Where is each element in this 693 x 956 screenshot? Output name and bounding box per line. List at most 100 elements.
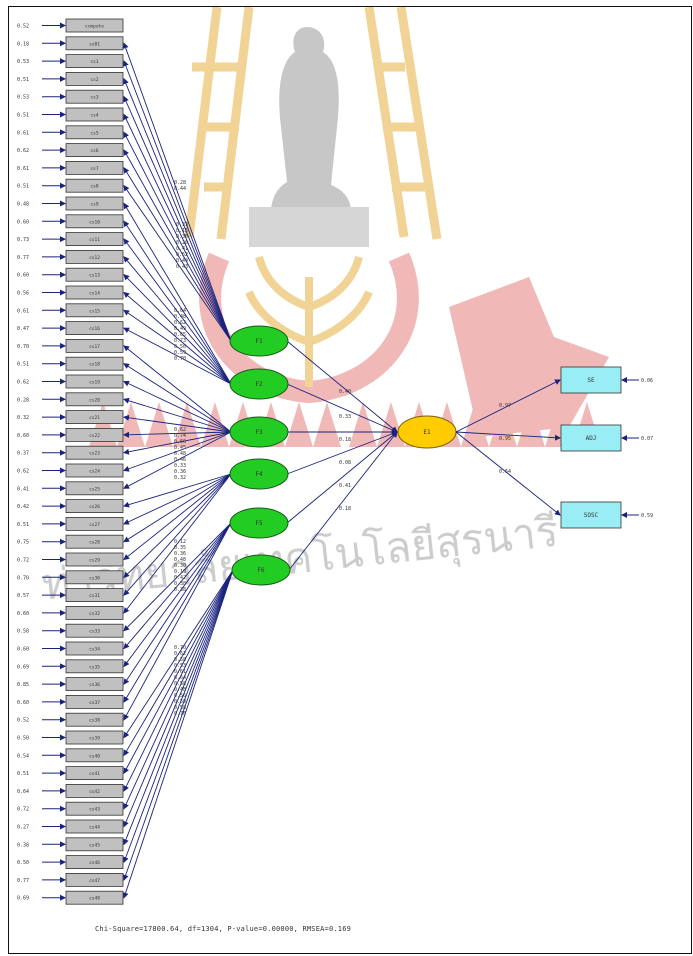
observed-box [65,855,124,869]
observed-error-variance: 0.52 [17,24,29,30]
loading-path [123,431,232,489]
watermark-left-rail [184,7,254,240]
loading-value: 0.35 [174,545,186,551]
factor-label: F1 [255,338,263,345]
observed-box [65,267,124,282]
observed-error-variance: 0.61 [17,308,29,314]
loading-path [123,431,232,455]
loading-path [123,522,232,721]
observed-error-variance: 0.73 [17,237,29,243]
factor-label: F6 [257,567,265,574]
loading-path [123,431,232,472]
loading-path [123,363,232,433]
loading-value: 0.56 [174,693,186,699]
loading-value: 0.12 [174,539,186,545]
structural-coefficient: 0.18 [339,506,351,512]
observed-label: cs25 [89,486,100,492]
observed-error-variance: 0.48 [17,202,29,208]
observed-box [65,463,124,478]
observed-box [65,516,124,531]
observed-box [65,534,124,549]
latent-factor: F4 [229,458,289,490]
loading-value: 0.73 [174,338,186,344]
observed-box [65,89,124,104]
observed-box [65,641,124,656]
loading-path [123,522,232,668]
loading-value: 0.38 [174,587,186,593]
observed-label: ccmpute [85,24,104,30]
watermark-triangle [313,402,341,447]
observed-box [65,677,124,691]
factor-ellipse [229,458,289,490]
indicator-path [455,431,561,516]
loading-path [123,522,232,632]
observed-error-variance: 0.70 [17,344,29,350]
indicator-loading: 0.95 [499,436,511,442]
observed-label: cs6 [90,148,98,154]
structural-path [286,431,398,524]
observed-label: cs33 [89,629,100,635]
observed-label: cs26 [89,504,100,510]
observed-error-variance: 0.51 [17,771,29,777]
observed-label: ss01 [89,41,100,47]
indicator-label: SE [587,377,595,384]
loading-value: 0.38 [174,581,186,587]
observed-label: cs2 [90,77,98,83]
loading-value: 0.33 [176,222,188,228]
observed-box [65,125,124,140]
observed-box [65,196,124,211]
observed-box [65,285,124,300]
observed-label: cs46 [89,860,100,866]
loading-value: 0.43 [176,264,188,270]
observed-label: cs20 [89,397,100,403]
indicator-error-variance: 0.59 [641,513,653,519]
latent-factor: F2 [229,368,289,400]
observed-box [65,499,124,514]
loading-path [123,131,232,342]
loading-value: 0.44 [174,186,186,192]
loading-path [123,431,232,438]
observed-error-variance: 0.52 [17,718,29,724]
loading-path [122,569,234,864]
loading-value: 0.41 [176,246,188,252]
observed-error-variance: 0.32 [17,415,29,421]
observed-error-variance: 0.72 [17,558,29,564]
observed-error-variance: 0.75 [17,540,29,546]
loading-path [122,569,234,881]
loading-path [123,309,232,385]
observed-label: cs16 [89,326,100,332]
loading-value: 0.32 [174,475,186,481]
watermark-statue [271,27,351,212]
watermark-triangle [173,402,201,447]
observed-error-variance: 0.62 [17,148,29,154]
observed-box [65,570,124,585]
loading-value: 0.48 [174,557,186,563]
outcome-label: E1 [423,429,431,436]
observed-label: cs29 [89,558,100,564]
observed-box [65,819,124,834]
loading-path [123,202,232,385]
indicator-box [560,501,622,529]
observed-label: cs12 [89,255,100,261]
factor-ellipse [229,325,289,357]
observed-label: cs8 [90,184,98,190]
structural-path [288,431,398,571]
loading-value: 0.59 [174,699,186,705]
observed-label: cs21 [89,415,100,421]
indicator-box [560,424,622,452]
loading-value: 0.36 [174,551,186,557]
structural-paths: 0.400.330.180.080.410.18 [286,340,398,571]
observed-box [65,606,124,620]
loading-value: 0.61 [174,669,186,675]
observed-variable: ccmpute 0.52 [17,18,124,33]
observed-variable: cs6 0.62 [17,143,124,158]
